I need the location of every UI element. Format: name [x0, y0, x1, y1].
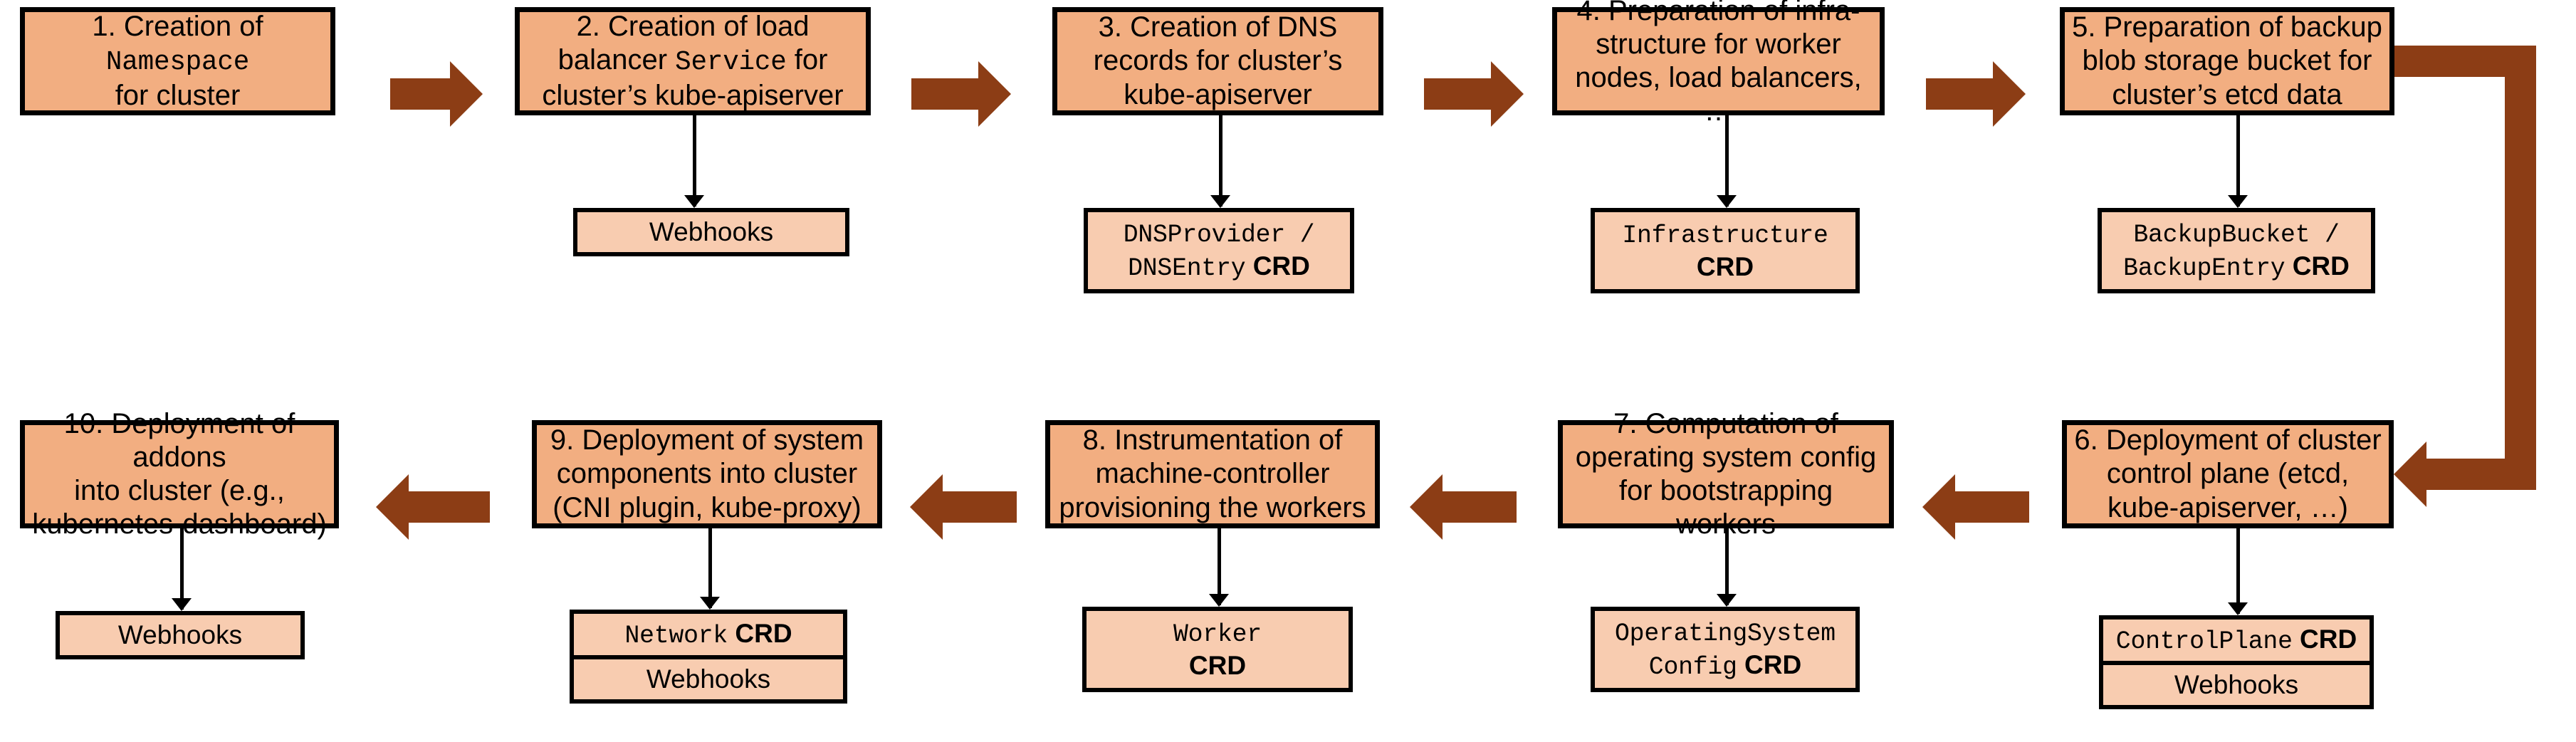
- process-box-4: 4. Preparation of infra-structure for wo…: [1552, 0, 1885, 127]
- connector-stem: [2236, 528, 2240, 614]
- resource-row: BackupBucket /BackupEntry CRD: [2102, 212, 2371, 289]
- arrow-head: [1993, 61, 2026, 127]
- resource-box-10: Webhooks: [56, 611, 305, 659]
- resource-box-6: ControlPlane CRD Webhooks: [2099, 615, 2374, 709]
- arrow-shaft: [1954, 491, 2029, 523]
- resource-label: BackupBucket /BackupEntry CRD: [2123, 221, 2350, 283]
- connector-arrowhead-icon: [1210, 195, 1230, 208]
- arrow-step7-to-step8-icon: [1410, 474, 1517, 540]
- connector-stem: [1725, 115, 1729, 207]
- resource-label: DNSProvider /DNSEntry CRD: [1123, 221, 1315, 283]
- resource-row: Network CRD: [574, 614, 843, 655]
- arrow-segment-bottom: [2426, 459, 2536, 490]
- resource-label: Webhooks: [117, 620, 243, 649]
- resource-label: Webhooks: [2174, 669, 2299, 699]
- resource-row: ControlPlane CRD: [2103, 620, 2370, 661]
- resource-box-9: Network CRD Webhooks: [570, 610, 847, 704]
- connector-arrowhead-icon: [1717, 594, 1737, 607]
- arrow-step1-to-step2-icon: [390, 61, 483, 127]
- arrow-head: [978, 61, 1011, 127]
- arrow-shaft: [941, 491, 1017, 523]
- resource-row: Webhooks: [577, 212, 845, 252]
- connector-arrowhead-icon: [2228, 602, 2248, 615]
- arrow-step2-to-step3-icon: [911, 61, 1011, 127]
- resource-label: ControlPlane CRD: [2115, 624, 2357, 656]
- arrow-step6-to-step7-icon: [1922, 474, 2029, 540]
- connector-stem: [708, 528, 712, 608]
- connector-arrowhead-icon: [684, 195, 704, 208]
- arrow-head: [1410, 474, 1443, 540]
- resource-label: Webhooks: [649, 216, 774, 246]
- connector-stem: [1219, 115, 1222, 207]
- arrow-shaft: [911, 78, 980, 110]
- connector-arrowhead-icon: [700, 597, 720, 610]
- connector-arrowhead-icon: [1209, 594, 1229, 607]
- connector-stem: [1725, 528, 1729, 605]
- resource-row: Webhooks: [60, 615, 300, 655]
- arrow-shaft: [1926, 78, 1994, 110]
- resource-row: Webhooks: [2103, 661, 2370, 705]
- arrow-step9-to-step10-icon: [376, 474, 490, 540]
- connector-arrowhead-icon: [172, 598, 192, 611]
- arrow-head: [450, 61, 483, 127]
- arrow-step3-to-step4-icon: [1424, 61, 1524, 127]
- arrow-head: [2394, 441, 2426, 507]
- arrow-shaft: [407, 491, 490, 523]
- arrow-step4-to-step5-icon: [1926, 61, 2026, 127]
- arrow-head: [376, 474, 409, 540]
- arrow-shaft: [1424, 78, 1492, 110]
- process-box-label: 4. Preparation of infra-structure for wo…: [1575, 0, 1862, 127]
- arrow-segment-right: [2505, 46, 2536, 459]
- resource-box-2: Webhooks: [573, 208, 849, 256]
- resource-row: DNSProvider /DNSEntry CRD: [1088, 212, 1350, 289]
- connector-arrowhead-icon: [1717, 195, 1737, 208]
- connector-arrowhead-icon: [2228, 195, 2248, 208]
- connector-stem: [2236, 115, 2240, 207]
- arrow-shaft: [390, 78, 451, 110]
- arrow-step8-to-step9-icon: [910, 474, 1017, 540]
- resource-label: Webhooks: [646, 664, 771, 694]
- resource-row: Webhooks: [574, 655, 843, 699]
- arrow-head: [910, 474, 943, 540]
- arrow-shaft: [1441, 491, 1517, 523]
- resource-label: Network CRD: [624, 618, 792, 650]
- connector-stem: [1218, 528, 1221, 605]
- arrow-head: [1922, 474, 1955, 540]
- arrow-head: [1491, 61, 1524, 127]
- connector-stem: [693, 115, 696, 207]
- resource-box-3: DNSProvider /DNSEntry CRD: [1084, 208, 1354, 293]
- resource-box-5: BackupBucket /BackupEntry CRD: [2098, 208, 2375, 293]
- connector-stem: [180, 528, 184, 610]
